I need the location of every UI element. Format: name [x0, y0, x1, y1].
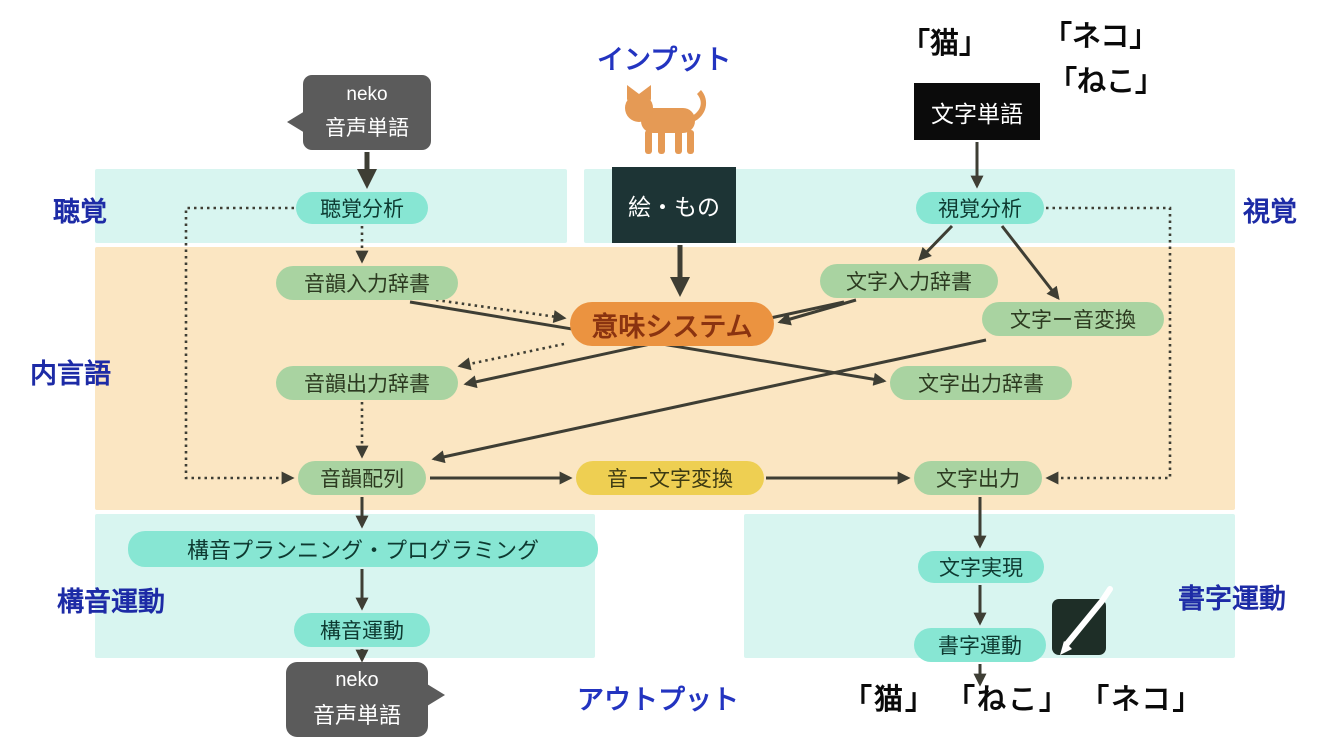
bubble-tail-left: [287, 111, 305, 133]
written-output-words: 「猫」 「ねこ」 「ネコ」: [843, 684, 1204, 716]
node-semantic-system: 意味システム: [570, 302, 774, 346]
node-phonological-input-lexicon: 音韻入力辞書: [276, 266, 458, 300]
cat-icon: [615, 82, 715, 162]
memo-pencil: [1063, 586, 1113, 648]
band-label-auditory: 聴覚: [53, 197, 107, 227]
cat-shape: [625, 85, 707, 154]
memo-pencil-tip: [1060, 641, 1072, 655]
node-sound-letter-conversion: 音ー文字変換: [576, 461, 764, 495]
spoken-input-line1: neko: [346, 83, 388, 105]
node-visual-analysis: 視覚分析: [916, 192, 1044, 224]
band-label-inner-language: 内言語: [30, 359, 111, 389]
node-letter-realization: 文字実現: [918, 551, 1044, 583]
node-phonological-output-lexicon: 音韻出力辞書: [276, 366, 458, 400]
spoken-output-line1: neko: [335, 669, 379, 691]
written-word-box: 文字単語: [914, 83, 1040, 140]
node-orthographic-input-lexicon: 文字入力辞書: [820, 264, 998, 298]
node-phoneme-assembly: 音韻配列: [298, 461, 426, 495]
input-label: インプット: [597, 45, 732, 75]
band-label-visual: 視覚: [1243, 197, 1297, 227]
node-writing-movement: 書字運動: [914, 628, 1046, 662]
spoken-output-line2: 音声単語: [312, 703, 401, 728]
band-label-articulation: 構音運動: [57, 587, 165, 617]
output-label: アウトプット: [577, 685, 739, 715]
band-label-writing: 書字運動: [1178, 584, 1286, 614]
node-auditory-analysis: 聴覚分析: [296, 192, 428, 224]
node-letter-output: 文字出力: [914, 461, 1042, 495]
picture-object-box: 絵・もの: [612, 167, 736, 243]
bubble-tail-right: [427, 684, 445, 706]
node-letter-sound-conversion: 文字ー音変換: [982, 302, 1164, 336]
memo-pencil-icon: [1050, 583, 1120, 659]
node-articulatory-planning: 構音プランニング・プログラミング: [128, 531, 598, 567]
node-orthographic-output-lexicon: 文字出力辞書: [890, 366, 1072, 400]
spoken-input-bubble: neko 音声単語: [287, 75, 431, 150]
node-articulatory-movement: 構音運動: [294, 613, 430, 647]
spoken-input-line2: 音声単語: [325, 116, 409, 140]
written-input-katakana: 「ネコ」: [1043, 21, 1159, 53]
spoken-output-bubble: neko 音声単語: [286, 662, 445, 737]
written-input-kanji: 「猫」: [901, 28, 989, 60]
written-input-hiragana: 「ねこ」: [1048, 66, 1165, 98]
